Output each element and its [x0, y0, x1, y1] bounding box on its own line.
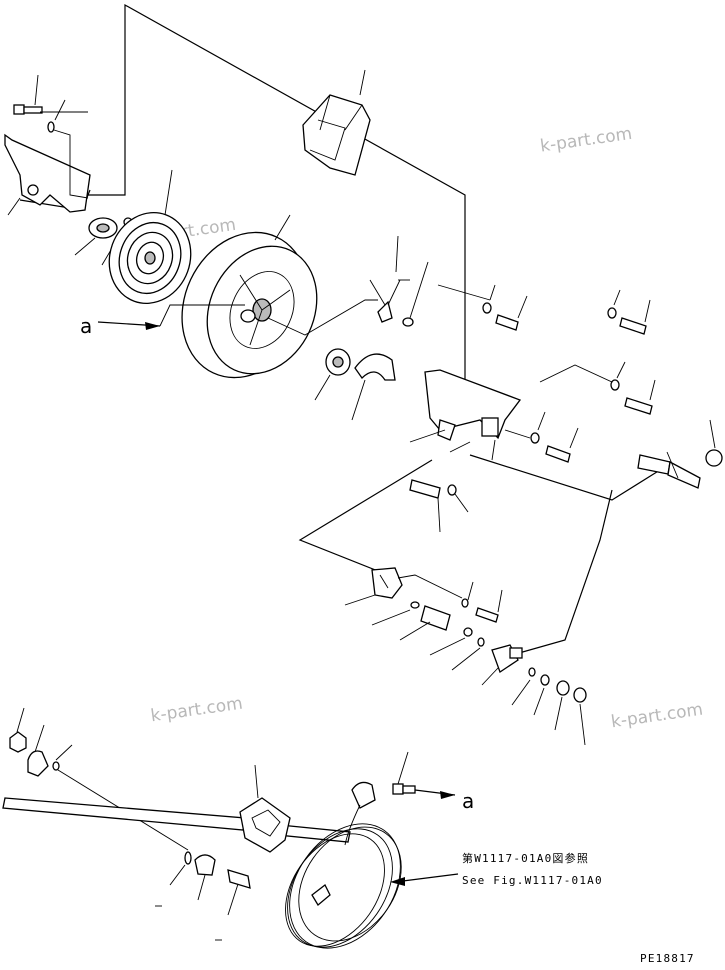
ref-a-top: a	[80, 304, 245, 338]
figure-code: PE18817	[640, 952, 695, 965]
bolt-middle	[409, 479, 469, 533]
roller-box	[239, 764, 291, 853]
guide-roller	[302, 69, 371, 176]
ref-label-a-bottom: a	[462, 789, 474, 813]
washer-top-left	[47, 99, 89, 199]
elbow-fitting	[481, 644, 523, 686]
bolt-top-left	[13, 74, 88, 115]
half-sleeve	[351, 353, 396, 421]
adapter	[371, 601, 485, 671]
guide-rod	[2, 797, 351, 843]
ref-label-a-top: a	[80, 314, 92, 338]
lower-bolt	[461, 581, 503, 623]
hose-fitting-right	[298, 419, 723, 656]
bolt-set-4	[504, 411, 579, 463]
clamp-block	[344, 567, 463, 606]
nut-bottom-left	[9, 707, 27, 753]
bolt-set-1	[482, 284, 528, 331]
reference-note: 第W1117-01A0図参照 See Fig.W1117-01A0	[390, 851, 603, 887]
reference-note-en: See Fig.W1117-01A0	[462, 874, 603, 887]
hose-coil	[285, 781, 402, 949]
bolt-set-3	[610, 361, 656, 415]
reference-note-ja: 第W1117-01A0図参照	[462, 851, 589, 865]
clamp-bottom-left	[27, 724, 189, 851]
mounting-bracket	[4, 133, 91, 216]
watermark-4: k-part.com	[610, 700, 704, 733]
bolt-set-2	[607, 289, 651, 335]
watermark-2: k-part.com	[539, 124, 633, 157]
spring-drum	[108, 169, 192, 304]
watermark-3: k-part.com	[149, 694, 243, 727]
bushing	[314, 348, 351, 401]
screw	[369, 235, 429, 327]
watermarks: k-part.com k-part.com k-part.com k-part.…	[143, 124, 704, 733]
bottom-fittings	[155, 851, 251, 941]
ref-a-bottom: a	[392, 751, 474, 813]
center-bracket	[409, 284, 613, 461]
seals	[511, 667, 587, 746]
